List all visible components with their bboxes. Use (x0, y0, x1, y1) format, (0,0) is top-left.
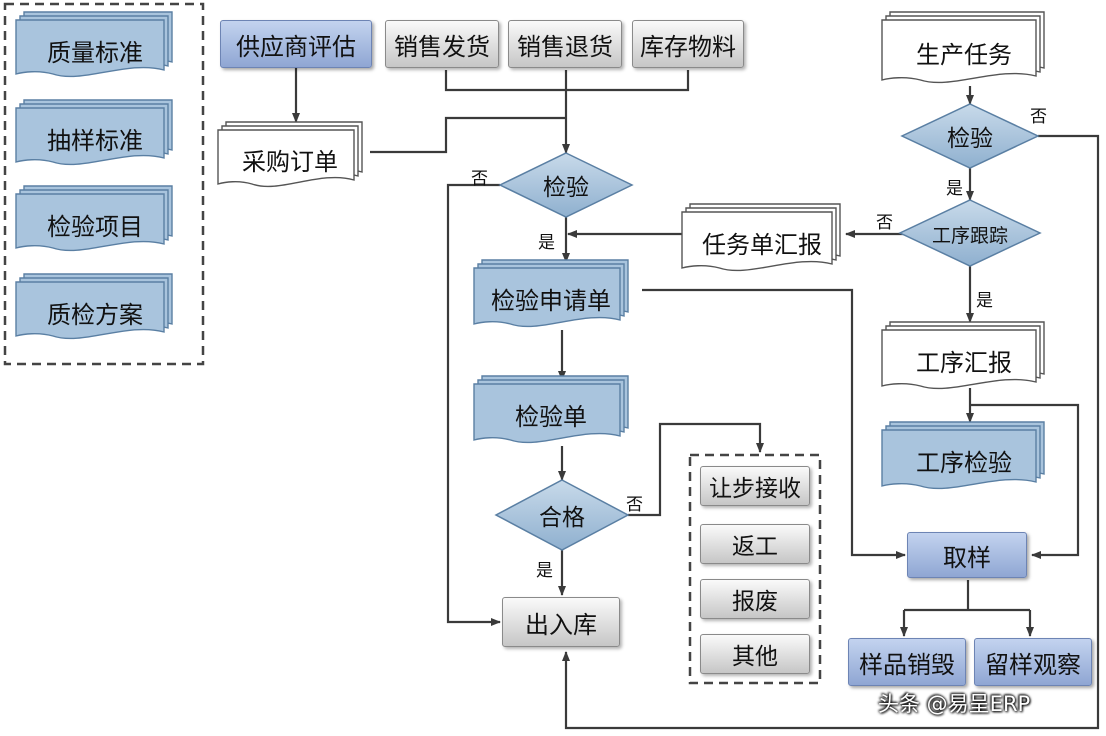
process-report-doc[interactable]: 工序汇报 (916, 348, 1012, 377)
production-inspect-no-label: 否 (1030, 107, 1047, 127)
doc-shape-inspect-request (473, 259, 629, 328)
edge-qualified-no (628, 422, 764, 517)
inspect-request-doc[interactable]: 检验申请单 (491, 286, 611, 315)
process-track-no-label: 否 (876, 213, 893, 233)
qualified-diamond (494, 479, 630, 551)
inspect-no-label: 否 (471, 169, 488, 189)
standards-item-qc-plan[interactable]: 质检方案 (47, 300, 143, 329)
doc-shape-inspect-sheet (473, 375, 629, 444)
inspect-diamond (498, 152, 634, 218)
connectors (292, 68, 1100, 730)
doc-shape-inspection-items (15, 185, 173, 252)
doc-shape-process-inspect (881, 421, 1045, 490)
inspect-diamond-label: 检验 (543, 175, 589, 201)
disposition-rework[interactable]: 返工 (700, 524, 810, 564)
production-task-doc[interactable]: 生产任务 (916, 40, 1012, 69)
inspect-yes-label: 是 (538, 233, 555, 253)
edge-order-to-inspect (370, 116, 566, 154)
doc-shape-sampling (15, 99, 173, 166)
edge-pinspect-no (562, 134, 1100, 730)
disposition-group-frame (688, 453, 822, 685)
qualified-no-label: 否 (626, 495, 643, 515)
edge-inspect-no (446, 183, 501, 626)
doc-shape-quality (15, 11, 173, 78)
edge-request-to-sample (642, 288, 906, 559)
standards-item-quality[interactable]: 质量标准 (47, 38, 143, 67)
process-track-label: 工序跟踪 (931, 224, 1008, 247)
production-inspect-diamond (900, 103, 1040, 169)
production-inspect-label: 检验 (947, 126, 993, 152)
watermark: 头条 @易呈ERP (878, 692, 1031, 716)
in-out-stock-box[interactable]: 出入库 (502, 597, 620, 647)
take-sample-box[interactable]: 取样 (907, 532, 1027, 578)
standards-group-frame (3, 2, 205, 366)
disposition-concession[interactable]: 让步接收 (700, 466, 810, 506)
doc-shape-process-report (881, 321, 1045, 390)
edge-report-to-sample (970, 403, 1080, 559)
qualified-yes-label: 是 (536, 561, 553, 581)
standards-item-sampling[interactable]: 抽样标准 (47, 126, 143, 155)
production-inspect-yes-label: 是 (946, 179, 963, 199)
disposition-scrap[interactable]: 报废 (700, 579, 810, 619)
process-inspect-doc[interactable]: 工序检验 (916, 448, 1012, 477)
purchase-order-doc[interactable]: 采购订单 (242, 147, 338, 176)
doc-shape-qc-plan (15, 273, 173, 340)
disposition-other[interactable]: 其他 (700, 634, 810, 674)
doc-shape-production-task (881, 11, 1045, 84)
inventory-box[interactable]: 库存物料 (632, 20, 744, 68)
process-track-yes-label: 是 (976, 291, 993, 311)
qualified-diamond-label: 合格 (539, 505, 585, 531)
inspect-sheet-doc[interactable]: 检验单 (515, 402, 587, 431)
sales-ship-box[interactable]: 销售发货 (385, 20, 499, 68)
standards-item-inspection-items[interactable]: 检验项目 (47, 212, 143, 241)
sample-destroy-box[interactable]: 样品销毁 (848, 638, 966, 686)
sales-return-box[interactable]: 销售退货 (508, 20, 622, 68)
task-report-doc[interactable]: 任务单汇报 (702, 230, 822, 259)
sample-keep-box[interactable]: 留样观察 (974, 638, 1092, 686)
doc-shape-task-report (681, 203, 841, 272)
process-track-diamond (898, 199, 1042, 267)
supplier-eval-box[interactable]: 供应商评估 (220, 20, 372, 68)
doc-shape-purchase-order (217, 121, 363, 188)
